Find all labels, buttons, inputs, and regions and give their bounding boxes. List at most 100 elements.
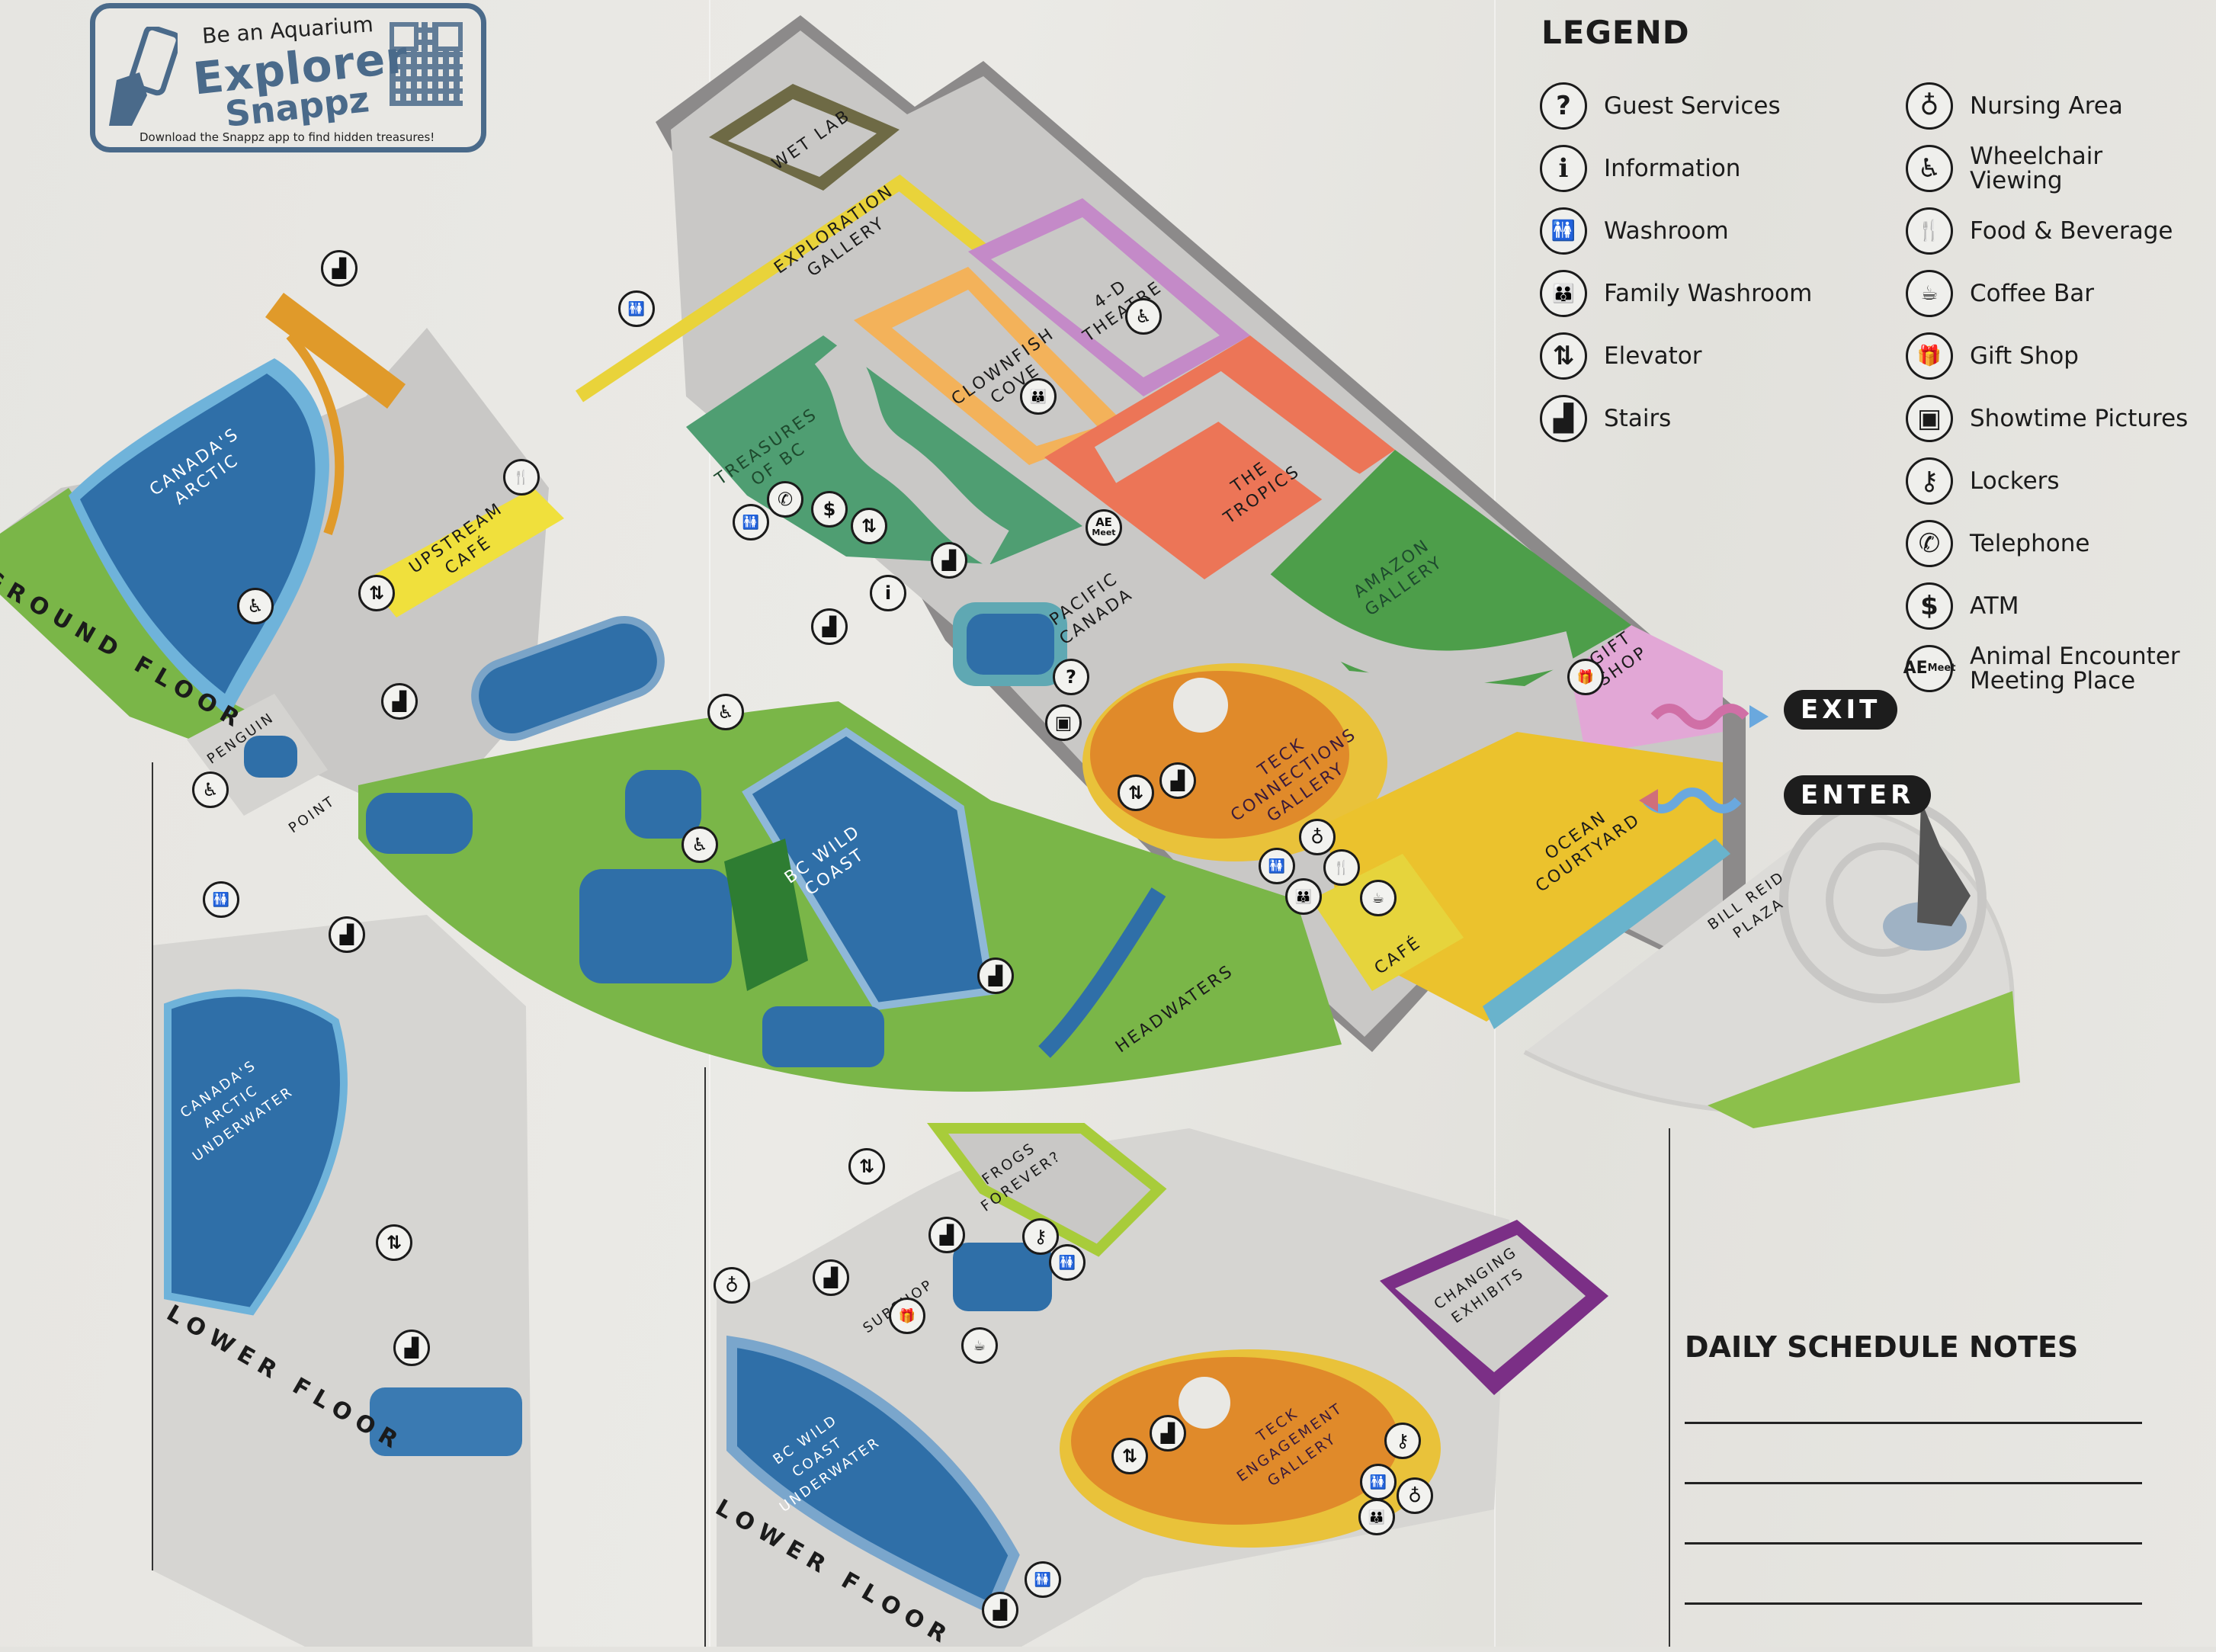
gift-shop-icon: 🎁 bbox=[1906, 332, 1953, 380]
stairs-icon[interactable]: ▟ bbox=[381, 683, 418, 720]
lockers-icon[interactable]: ⚷ bbox=[1022, 1218, 1059, 1255]
family-washroom-icon[interactable]: 👪 bbox=[1285, 878, 1322, 915]
legend-label: Information bbox=[1604, 155, 1741, 182]
tropics-zone bbox=[1044, 335, 1395, 579]
qr-code-icon[interactable] bbox=[390, 22, 463, 106]
bc-wild-coast-pool bbox=[742, 727, 996, 1011]
legend-label: Telephone bbox=[1970, 530, 2090, 557]
exit-arrow bbox=[1650, 704, 1749, 730]
washroom-icon[interactable]: 🚻 bbox=[203, 881, 239, 918]
upstream-cafe-counter bbox=[366, 488, 564, 617]
washroom-icon[interactable]: 🚻 bbox=[1360, 1464, 1397, 1500]
telephone-icon[interactable]: ✆ bbox=[767, 481, 803, 518]
bleachers bbox=[265, 293, 406, 409]
nursing-area-icon[interactable]: ♁ bbox=[1299, 819, 1336, 855]
stairs-icon[interactable]: ▟ bbox=[321, 250, 358, 287]
stairs-icon[interactable]: ▟ bbox=[393, 1330, 430, 1366]
stairs-icon[interactable]: ▟ bbox=[931, 542, 967, 579]
teck-connections-gallery bbox=[1090, 671, 1349, 839]
nursing-area-icon[interactable]: ♁ bbox=[714, 1267, 750, 1304]
wheelchair-icon[interactable]: ♿ bbox=[237, 588, 274, 624]
legend-item-stairs: ▟Stairs bbox=[1540, 387, 1812, 450]
bc-wild-coast-underwater-tank bbox=[726, 1335, 1020, 1616]
nursing-area-icon: ♁ bbox=[1906, 82, 1953, 130]
wheelchair-icon: ♿ bbox=[1906, 145, 1953, 192]
teck-engagement-gallery bbox=[1071, 1357, 1399, 1525]
notes-line[interactable] bbox=[1685, 1602, 2142, 1605]
information-icon[interactable]: i bbox=[870, 575, 906, 611]
stairs-icon[interactable]: ▟ bbox=[1159, 762, 1196, 799]
notes-line[interactable] bbox=[1685, 1422, 2142, 1424]
notes-line[interactable] bbox=[1685, 1542, 2142, 1545]
legend: LEGEND ?Guest Services i Information 🚻Was… bbox=[1540, 14, 2211, 693]
legend-title: LEGEND bbox=[1541, 14, 1690, 51]
elevator-icon[interactable]: ⇅ bbox=[851, 508, 887, 544]
legend-item-washroom: 🚻Washroom bbox=[1540, 200, 1812, 262]
wheelchair-icon[interactable]: ♿ bbox=[192, 771, 229, 808]
stairs-icon[interactable]: ▟ bbox=[1150, 1415, 1186, 1452]
washroom-icon[interactable]: 🚻 bbox=[618, 290, 655, 327]
information-icon: i bbox=[1540, 145, 1587, 192]
dolphin-pool-small bbox=[366, 793, 473, 854]
legend-label: Gift Shop bbox=[1970, 342, 2079, 370]
legend-label: Washroom bbox=[1604, 217, 1729, 245]
guest-services-icon[interactable]: ? bbox=[1053, 659, 1089, 695]
gift-shop-icon[interactable]: 🎁 bbox=[889, 1298, 925, 1334]
stairs-icon[interactable]: ▟ bbox=[813, 1259, 849, 1296]
showtime-pictures-icon: ▣ bbox=[1906, 395, 1953, 442]
arctic-underwater-small-tank bbox=[370, 1387, 522, 1456]
stairs-icon[interactable]: ▟ bbox=[329, 916, 365, 953]
explorer-snappz-promo[interactable]: Be an Aquarium Explorer Snappz Download … bbox=[90, 3, 486, 152]
washroom-icon[interactable]: 🚻 bbox=[733, 504, 769, 541]
stairs-icon: ▟ bbox=[1540, 395, 1587, 442]
stairs-icon[interactable]: ▟ bbox=[928, 1217, 965, 1253]
notes-line[interactable] bbox=[1685, 1482, 2142, 1484]
wheelchair-icon[interactable]: ♿ bbox=[707, 694, 744, 730]
washroom-icon[interactable]: 🚻 bbox=[1025, 1561, 1061, 1598]
promo-download-text: Download the Snappz app to find hidden t… bbox=[140, 130, 435, 144]
notes-title: DAILY SCHEDULE NOTES bbox=[1685, 1330, 2079, 1364]
elevator-icon[interactable]: ⇅ bbox=[1118, 775, 1154, 811]
wheelchair-icon[interactable]: ♿ bbox=[1125, 298, 1162, 335]
small-pool bbox=[625, 770, 701, 839]
food-beverage-icon: 🍴 bbox=[1906, 207, 1953, 255]
legend-item-guest-services: ?Guest Services bbox=[1540, 75, 1812, 137]
coffee-bar-icon[interactable]: ☕ bbox=[1360, 880, 1397, 916]
family-washroom-icon[interactable]: 👪 bbox=[1358, 1499, 1395, 1535]
family-washroom-icon[interactable]: 👪 bbox=[1020, 378, 1057, 415]
wet-lab-room bbox=[728, 99, 877, 177]
food-beverage-icon[interactable]: 🍴 bbox=[503, 459, 540, 496]
food-beverage-icon[interactable]: 🍴 bbox=[1323, 849, 1360, 886]
elevator-icon[interactable]: ⇅ bbox=[358, 575, 395, 611]
elevator-icon[interactable]: ⇅ bbox=[848, 1148, 885, 1185]
stairs-icon[interactable]: ▟ bbox=[977, 958, 1014, 994]
showtime-pictures-icon[interactable]: ▣ bbox=[1045, 704, 1082, 741]
lockers-icon[interactable]: ⚷ bbox=[1384, 1423, 1421, 1459]
gift-shop-icon[interactable]: 🎁 bbox=[1567, 659, 1604, 695]
penguin-pool bbox=[244, 736, 297, 778]
elevator-icon[interactable]: ⇅ bbox=[1111, 1438, 1148, 1474]
washroom-icon[interactable]: 🚻 bbox=[1049, 1244, 1086, 1281]
wheelchair-icon[interactable]: ♿ bbox=[681, 826, 718, 863]
legend-label: Showtime Pictures bbox=[1970, 405, 2189, 432]
legend-label: Animal Encounter Meeting Place bbox=[1970, 643, 2180, 694]
elevator-icon[interactable]: ⇅ bbox=[376, 1224, 412, 1261]
legend-item-atm: $ATM bbox=[1906, 575, 2198, 637]
forest-block bbox=[724, 839, 808, 991]
legend-label: Elevator bbox=[1604, 342, 1702, 370]
atm-icon[interactable]: $ bbox=[811, 491, 848, 528]
lower-pool bbox=[762, 1006, 884, 1067]
stairs-icon[interactable]: ▟ bbox=[811, 608, 848, 645]
coffee-bar-icon: ☕ bbox=[1906, 270, 1953, 317]
phone-in-hand-icon bbox=[109, 27, 178, 126]
guest-services-icon: ? bbox=[1540, 82, 1587, 130]
nursing-area-icon[interactable]: ♁ bbox=[1397, 1477, 1433, 1514]
legend-label: Family Washroom bbox=[1604, 280, 1813, 307]
legend-item-wheelchair-viewing: ♿Wheelchair Viewing bbox=[1906, 137, 2198, 200]
coffee-bar-icon[interactable]: ☕ bbox=[961, 1327, 998, 1364]
legend-label: Lockers bbox=[1970, 467, 2060, 495]
washroom-icon[interactable]: 🚻 bbox=[1259, 848, 1295, 884]
stairs-icon[interactable]: ▟ bbox=[982, 1592, 1018, 1628]
